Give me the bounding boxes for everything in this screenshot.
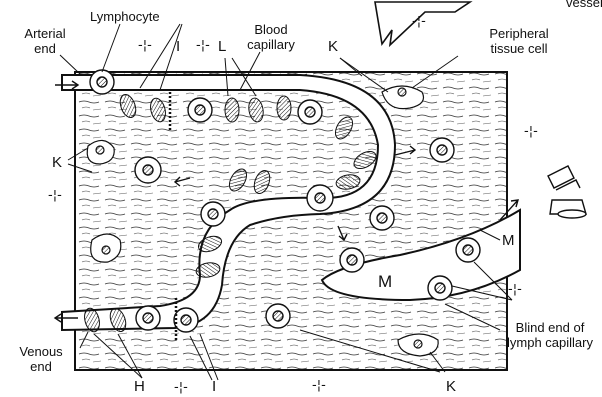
marker-K-bottom: K bbox=[446, 378, 456, 395]
lymphocyte-cell bbox=[370, 206, 394, 230]
label-arterial-end: Arterial end bbox=[20, 26, 70, 56]
lymphocyte-cell bbox=[456, 238, 480, 262]
lymphocyte-cell bbox=[340, 248, 364, 272]
label-peripheral-tissue-cell: Peripheral tissue cell bbox=[474, 26, 564, 56]
marker-I-bottom: I bbox=[212, 378, 216, 395]
star-marker: -¦- bbox=[196, 38, 210, 53]
lymphocyte-cell bbox=[135, 157, 161, 183]
lymphocyte-cell bbox=[266, 304, 290, 328]
label-blood-capillary: Blood capillary bbox=[236, 22, 306, 52]
marker-K-top: K bbox=[328, 38, 338, 55]
star-marker: -¦- bbox=[138, 38, 152, 53]
star-marker: -¦- bbox=[412, 14, 426, 29]
microscope-icon bbox=[548, 166, 586, 218]
label-lymphocyte: Lymphocyte bbox=[90, 10, 160, 24]
star-marker: -¦- bbox=[524, 124, 538, 139]
marker-M-lymph: M bbox=[378, 272, 392, 292]
star-marker: -¦- bbox=[48, 188, 62, 203]
lymphocyte-cell bbox=[428, 276, 452, 300]
rbc bbox=[277, 96, 291, 120]
lymphocyte-cell bbox=[188, 98, 212, 122]
lymphocyte-cell bbox=[298, 100, 322, 124]
tissue-cell bbox=[87, 140, 114, 164]
star-marker: -¦- bbox=[508, 282, 522, 297]
label-venous-end: Venous end bbox=[14, 344, 68, 374]
star-marker: -¦- bbox=[174, 380, 188, 395]
label-blind-end: Blind end of lymph capillary bbox=[504, 320, 596, 350]
label-vessel: vessel bbox=[566, 0, 602, 10]
star-marker: -¦- bbox=[312, 378, 326, 393]
marker-M-right: M bbox=[502, 232, 515, 249]
marker-I-top: I bbox=[176, 38, 180, 55]
lymphocyte-cell bbox=[90, 70, 114, 94]
lymphocyte-cell bbox=[430, 138, 454, 162]
marker-K-left: K bbox=[52, 154, 62, 171]
lymphocyte-cell bbox=[201, 202, 225, 226]
rbc bbox=[225, 98, 239, 122]
lymphocyte-cell bbox=[174, 308, 198, 332]
marker-L-top: L bbox=[218, 38, 226, 55]
marker-H-bottom: H bbox=[134, 378, 145, 395]
lymphocyte-cell bbox=[136, 306, 160, 330]
lymphocyte-cell bbox=[307, 185, 333, 211]
